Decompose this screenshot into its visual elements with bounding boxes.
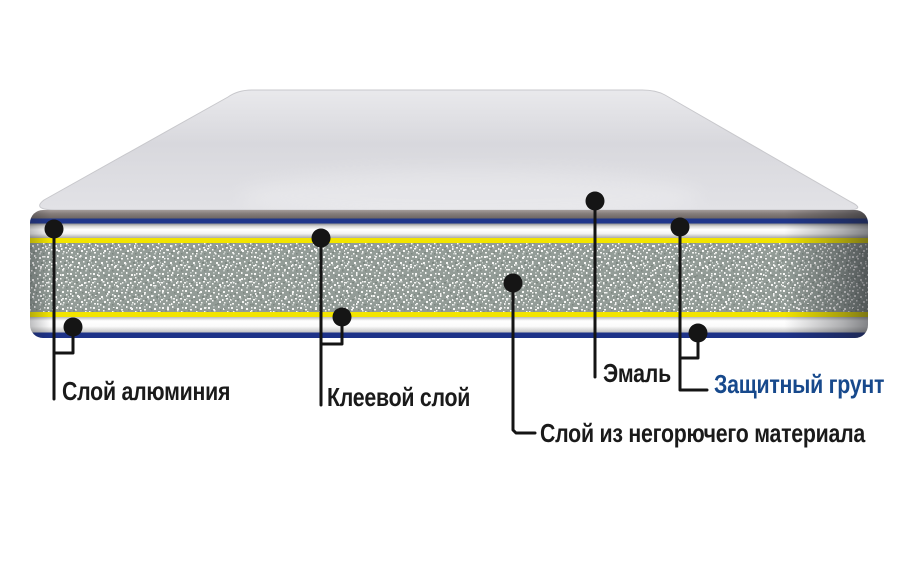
callout-line-core <box>511 281 537 435</box>
dot-core <box>503 273 523 293</box>
dot-aluminum-top <box>44 219 64 239</box>
callout-bracket-adhesive <box>319 316 344 346</box>
label-enamel: Эмаль <box>603 358 671 388</box>
dot-primer-top <box>670 217 690 237</box>
panel-edge-layers <box>30 210 868 338</box>
label-aluminum: Слой алюминия <box>62 376 231 406</box>
label-adhesive: Клеевой слой <box>327 382 471 412</box>
label-core: Слой из негорючего материала <box>540 418 866 448</box>
label-primer: Защитный грунт <box>714 369 885 399</box>
dot-aluminum-bottom <box>63 317 83 337</box>
dot-adhesive-top <box>311 228 331 248</box>
edge-shading <box>30 210 868 338</box>
callout-line-primer <box>678 225 709 392</box>
dot-adhesive-bottom <box>332 307 352 327</box>
callout-dots <box>44 191 708 343</box>
dot-primer-bottom <box>688 323 708 343</box>
dot-enamel <box>585 191 605 211</box>
panel-top-face <box>39 89 859 222</box>
